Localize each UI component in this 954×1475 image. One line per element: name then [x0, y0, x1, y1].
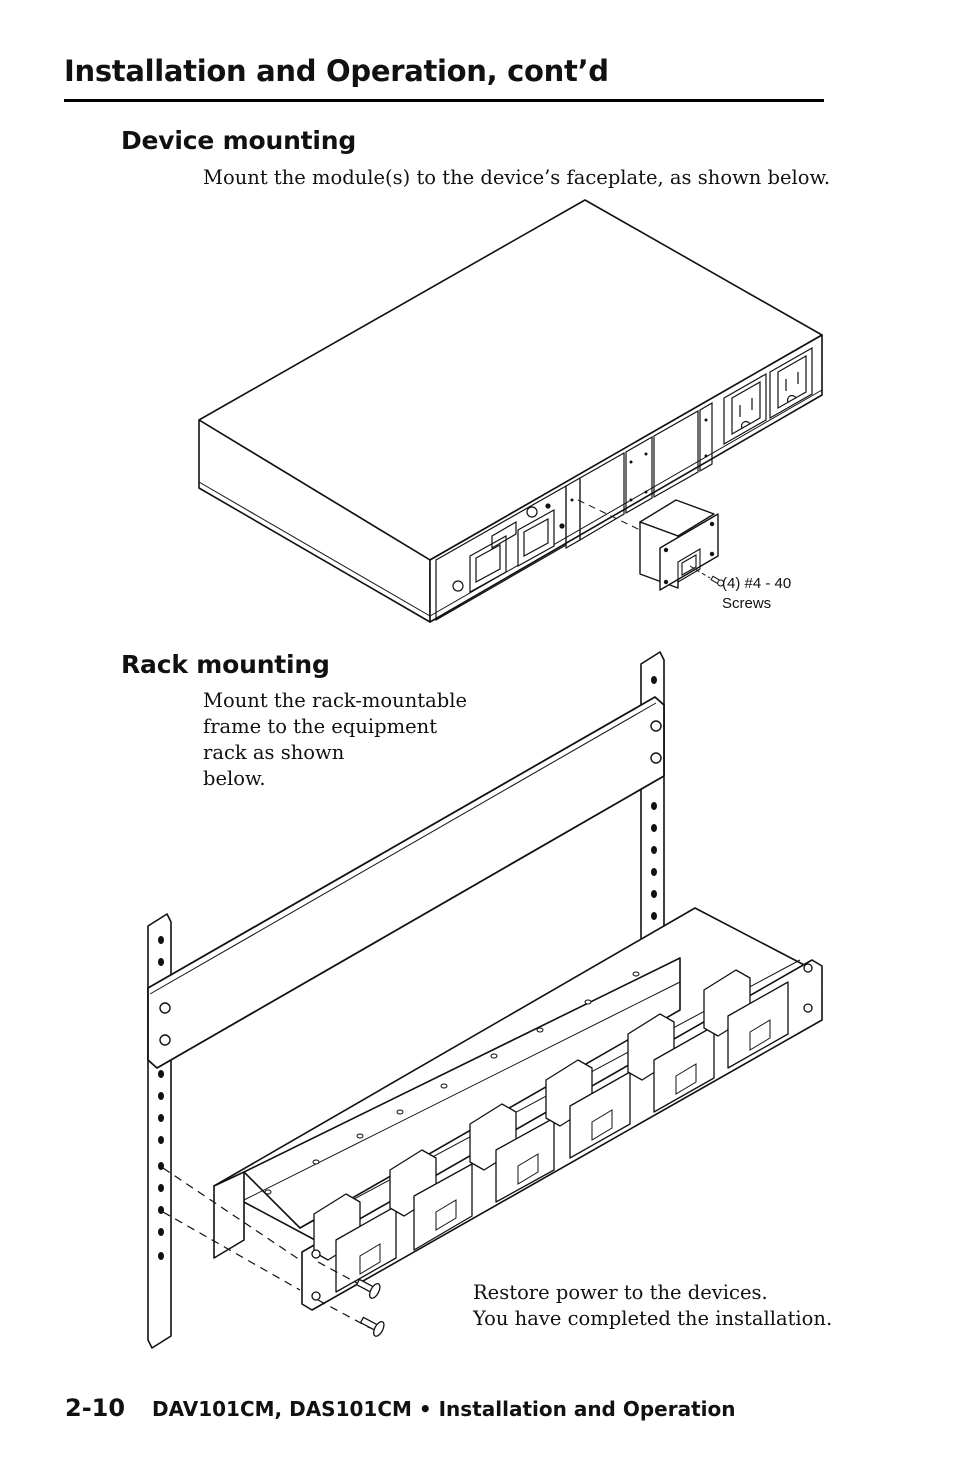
title-rule [64, 99, 824, 102]
rack-mounting-line3: rack as shown [203, 741, 345, 764]
rack-mounting-line2: frame to the equipment [203, 715, 438, 738]
screws-callout-line2: Screws [722, 595, 772, 612]
restore-line2: You have completed the installation. [473, 1307, 833, 1330]
device-mounting-heading: Device mounting [121, 126, 357, 155]
page-title: Installation and Operation, cont’d [64, 54, 609, 88]
footer-doc-title: DAV101CM, DAS101CM • Installation and Op… [152, 1397, 736, 1421]
footer-page-number: 2-10 [65, 1394, 126, 1422]
rack-mounting-line1: Mount the rack-mountable [203, 689, 467, 712]
restore-line1: Restore power to the devices. [473, 1281, 768, 1304]
device-mounting-text: Mount the module(s) to the device’s face… [203, 166, 831, 189]
rack-mounting-line4: below. [203, 767, 266, 790]
rack-mounting-heading: Rack mounting [121, 650, 330, 679]
screws-callout-line1: (4) #4 - 40 [722, 575, 792, 592]
